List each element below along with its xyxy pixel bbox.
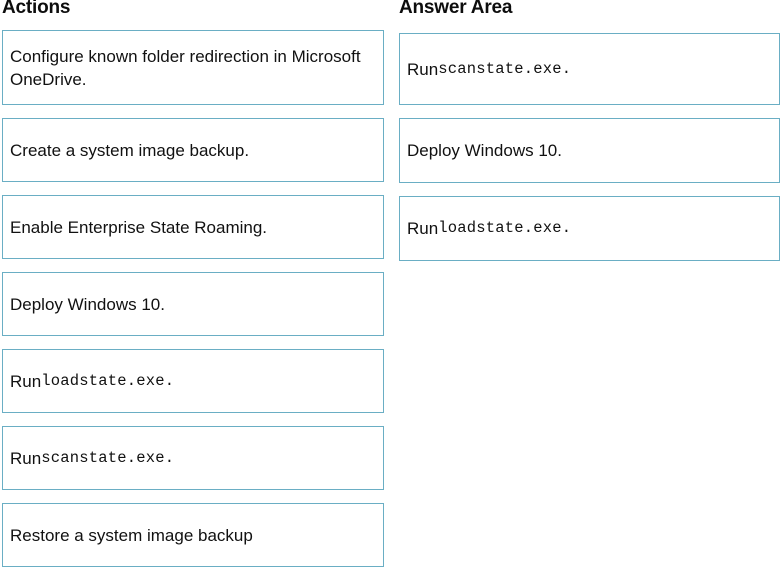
action-item-create-system-image-backup[interactable]: Create a system image backup. <box>2 118 384 182</box>
action-item-label: Enable Enterprise State Roaming. <box>10 217 268 237</box>
action-item-run-loadstate[interactable]: Run loadstate.exe. <box>2 349 384 413</box>
action-item-enable-enterprise-state-roaming[interactable]: Enable Enterprise State Roaming. <box>2 195 384 259</box>
answer-area-list: Run scanstate.exe. Deploy Windows 10. Ru… <box>399 33 780 274</box>
action-item-command: loadstate.exe. <box>41 371 175 390</box>
answer-item-deploy-windows-10[interactable]: Deploy Windows 10. <box>399 118 780 183</box>
answer-item-run-scanstate[interactable]: Run scanstate.exe. <box>399 33 780 105</box>
action-item-label: Deploy Windows 10. <box>10 294 165 314</box>
actions-list: Configure known folder redirection in Mi… <box>2 30 384 580</box>
actions-panel-title: Actions <box>2 0 71 18</box>
action-item-label: Restore a system image backup <box>10 525 253 545</box>
answer-item-command: scanstate.exe. <box>438 59 572 78</box>
answer-item-label: Deploy Windows 10. <box>407 141 562 160</box>
answer-item-label: Run <box>407 219 439 238</box>
action-item-label: Run <box>10 448 42 468</box>
answer-area-panel-title: Answer Area <box>399 0 513 18</box>
answer-item-command: loadstate.exe. <box>438 219 572 237</box>
action-item-label: Configure known folder redirection in Mi… <box>10 46 361 89</box>
answer-item-label: Run <box>407 59 439 79</box>
action-item-command: scanstate.exe. <box>41 448 175 467</box>
action-item-label: Create a system image backup. <box>10 140 250 160</box>
action-item-configure-known-folder-redirection[interactable]: Configure known folder redirection in Mi… <box>2 30 384 105</box>
action-item-label: Run <box>10 371 42 391</box>
action-item-run-scanstate[interactable]: Run scanstate.exe. <box>2 426 384 490</box>
answer-item-run-loadstate[interactable]: Run loadstate.exe. <box>399 196 780 261</box>
action-item-restore-system-image-backup[interactable]: Restore a system image backup <box>2 503 384 567</box>
action-item-deploy-windows-10[interactable]: Deploy Windows 10. <box>2 272 384 336</box>
